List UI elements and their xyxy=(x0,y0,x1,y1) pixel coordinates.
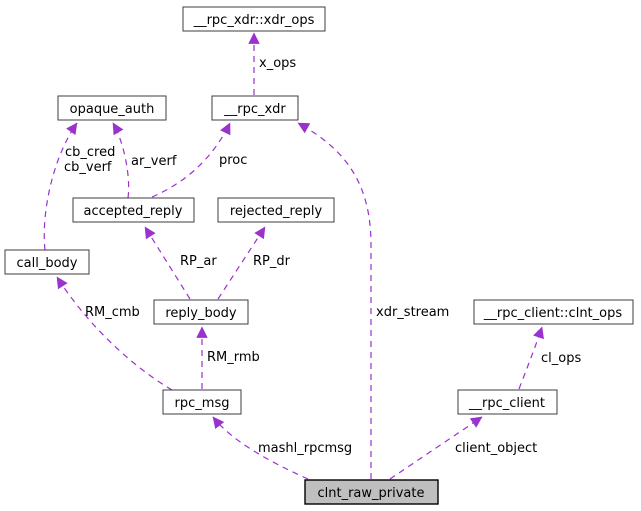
diagram-nodes: __rpc_xdr::xdr_ops __rpc_xdr opaque_auth… xyxy=(4,6,634,505)
diagram-edges xyxy=(43,32,544,480)
node-opaque-auth[interactable]: opaque_auth xyxy=(57,95,167,121)
edge-label-cb-verf: cb_verf xyxy=(64,160,112,175)
node-label-rpc-msg: rpc_msg xyxy=(175,396,230,411)
node-rpc-xdr-xdr-ops[interactable]: __rpc_xdr::xdr_ops xyxy=(182,6,326,32)
edge-cb-cred-cb-verf xyxy=(43,122,78,251)
edge-label-cl-ops: cl_ops xyxy=(541,351,581,366)
node-accepted-reply[interactable]: accepted_reply xyxy=(72,197,195,223)
edge-label-rp-ar: RP_ar xyxy=(180,254,217,269)
node-label-accepted-reply: accepted_reply xyxy=(84,204,183,219)
edge-label-rm-cmb: RM_cmb xyxy=(85,305,140,320)
edge-rp-ar xyxy=(144,226,191,300)
edge-rm-cmb xyxy=(56,276,173,391)
node-label-clnt-raw-private: clnt_raw_private xyxy=(317,486,424,501)
edge-label-rp-dr: RP_dr xyxy=(253,254,291,269)
node-label-rpc-xdr-xdr-ops: __rpc_xdr::xdr_ops xyxy=(193,13,315,28)
edge-label-x-ops: x_ops xyxy=(259,56,296,71)
node-rpc-client-clnt-ops[interactable]: __rpc_client::clnt_ops xyxy=(473,299,634,325)
edge-proc xyxy=(151,122,231,198)
edge-rp-dr xyxy=(217,226,266,300)
node-clnt-raw-private[interactable]: clnt_raw_private xyxy=(304,479,439,505)
edge-mashl-rpcmsg xyxy=(212,416,309,480)
edge-label-mashl-rpcmsg: mashl_rpcmsg xyxy=(258,441,352,456)
edge-xdr-stream xyxy=(297,122,372,479)
node-label-opaque-auth: opaque_auth xyxy=(70,102,155,117)
node-label-rejected-reply: rejected_reply xyxy=(230,204,323,219)
node-label-call-body: call_body xyxy=(17,256,78,271)
node-call-body[interactable]: call_body xyxy=(4,249,90,275)
node-label-reply-body: reply_body xyxy=(165,306,237,321)
edge-cl-ops xyxy=(518,326,544,390)
node-label-rpc-xdr: __rpc_xdr xyxy=(223,102,286,117)
node-label-rpc-client: __rpc_client xyxy=(468,396,545,411)
edge-label-client-object: client_object xyxy=(455,441,537,456)
node-rejected-reply[interactable]: rejected_reply xyxy=(217,197,335,223)
edge-label-ar-verf: ar_verf xyxy=(131,154,177,169)
node-reply-body[interactable]: reply_body xyxy=(153,299,249,325)
edge-ar-verf xyxy=(112,122,130,199)
edge-label-proc: proc xyxy=(219,153,247,168)
edge-label-xdr-stream: xdr_stream xyxy=(376,305,449,320)
node-rpc-msg[interactable]: rpc_msg xyxy=(162,389,242,415)
edge-label-rm-rmb: RM_rmb xyxy=(207,350,260,365)
edge-client-object xyxy=(389,416,483,480)
edge-label-cb-cred: cb_cred xyxy=(65,145,115,160)
node-rpc-client[interactable]: __rpc_client xyxy=(457,389,558,415)
diagram-edge-labels: x_ops cb_cred cb_verf ar_verf proc RP_ar… xyxy=(64,56,581,456)
node-rpc-xdr[interactable]: __rpc_xdr xyxy=(211,95,299,121)
node-label-rpc-client-clnt-ops: __rpc_client::clnt_ops xyxy=(483,306,623,321)
